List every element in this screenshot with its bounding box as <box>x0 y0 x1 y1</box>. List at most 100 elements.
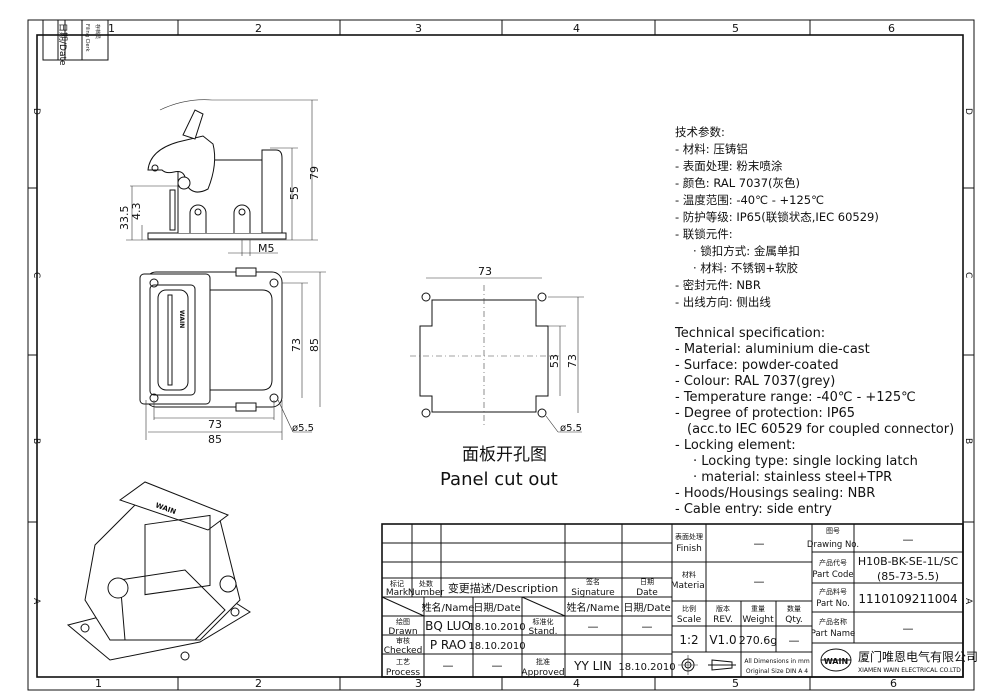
spec-en-line: - Locking element: <box>675 438 796 453</box>
spec-cn-line: 技术参数: <box>675 125 725 139</box>
mark-label: Mark <box>386 588 409 598</box>
checked-name: P RAO <box>430 638 466 652</box>
column-label-top: 6 <box>888 22 895 35</box>
panel-cutout-view: 73 53 73 ø5.5 面板开孔图 Panel cut out <box>410 265 584 490</box>
company-name-cn: 厦门唯恩电气有限公司 <box>858 649 978 664</box>
drawing-no-value: — <box>903 533 914 546</box>
finish-label: Finish <box>676 544 702 554</box>
rev-value: V1.0 <box>709 633 736 647</box>
row-label-right: D <box>963 108 973 115</box>
column-label-top: 3 <box>415 22 422 35</box>
process-name: — <box>443 659 454 672</box>
cutout-title-cn: 面板开孔图 <box>462 445 547 465</box>
dim-55: 55 <box>288 186 301 200</box>
dim-85-horizontal: 85 <box>208 433 222 446</box>
stand-date: — <box>642 620 653 633</box>
weight-label: Weight <box>742 615 774 625</box>
stand-label: Stand. <box>528 627 557 637</box>
top-view: WAIN 73 85 73 85 ø5.5 <box>139 267 326 446</box>
dim-hole-diameter: ø5.5 <box>292 423 314 434</box>
part-code-label: Part Code <box>812 570 853 580</box>
title-block: 标记 Mark 处数 Number 变更描述/Description 签名 Si… <box>381 523 978 678</box>
spec-en-line: · material: stainless steel+TPR <box>693 470 892 485</box>
finish-label-cn: 表面处理 <box>675 532 703 541</box>
material-label-cn: 材料 <box>682 570 696 579</box>
approved-label-cn: 批准 <box>536 657 550 666</box>
spec-en-line: - Colour: RAL 7037(grey) <box>675 374 835 389</box>
drawn-label-cn: 绘图 <box>396 617 410 626</box>
spec-cn-line: - 温度范围: -40℃ - +125℃ <box>675 193 824 207</box>
spec-en-line: - Material: aluminium die-cast <box>675 342 870 357</box>
spec-cn-line: - 材料: 压铸铝 <box>675 142 748 156</box>
side-view: 79 55 33.5 4.3 M5 <box>118 99 321 256</box>
dim-4-3: 4.3 <box>130 203 143 221</box>
column-label-top: 5 <box>732 22 739 35</box>
drawn-name: BQ LUO <box>425 619 471 633</box>
material-label: Material <box>671 581 708 591</box>
part-name-label: Part Name <box>811 629 856 639</box>
checked-date: 18.10.2010 <box>468 641 525 652</box>
qty-value: — <box>789 634 800 647</box>
rev-label: REV. <box>713 615 733 625</box>
part-code-value-2: (85-73-5.5) <box>877 570 939 583</box>
spec-en-line: · Locking type: single locking latch <box>693 454 918 469</box>
stand-name: — <box>588 620 599 633</box>
part-no-label: Part No. <box>816 599 850 609</box>
signature-label: Signature <box>571 588 615 598</box>
spec-en-line: - Temperature range: -40℃ - +125℃ <box>675 390 916 405</box>
part-code-label-cn: 产品代号 <box>819 558 847 567</box>
spec-en-line: (acc.to IEC 60529 for coupled connector) <box>687 422 954 437</box>
description-label: 变更描述/Description <box>448 581 558 595</box>
dim-m5: M5 <box>258 242 275 255</box>
process-date: — <box>492 659 503 672</box>
scale-label-cn: 比例 <box>682 604 696 613</box>
drawing-no-label: Drawing No. <box>807 540 859 550</box>
weight-label-cn: 重量 <box>751 605 765 613</box>
dimensions-note: All Dimensions in mm <box>744 658 809 665</box>
material-value: — <box>754 575 765 588</box>
cutout-title-en: Panel cut out <box>440 469 558 490</box>
brand-mark-top-view: WAIN <box>178 310 185 328</box>
row-label-left: A <box>31 598 41 605</box>
cutout-dim-53: 53 <box>548 354 561 368</box>
spec-cn-line: - 防护等级: IP65(联锁状态,IEC 60529) <box>675 210 879 224</box>
row-label-right: A <box>963 598 973 605</box>
filing-clerk-label: Filing Clerk <box>84 24 90 52</box>
date-label: Date <box>636 588 658 598</box>
qty-label: Qty. <box>785 615 803 625</box>
dim-33-5: 33.5 <box>118 206 131 231</box>
spec-cn-line: - 表面处理: 粉末喷涂 <box>675 159 783 173</box>
date-header-2: 日期/Date <box>623 602 670 614</box>
part-no-label-cn: 产品料号 <box>819 587 847 596</box>
column-label-top: 1 <box>108 22 115 35</box>
column-label-top: 2 <box>255 22 262 35</box>
scale-value: 1:2 <box>679 633 698 647</box>
spec-en-line: - Hoods/Housings sealing: NBR <box>675 486 875 501</box>
part-name-value: — <box>903 622 914 635</box>
company-logo: WAIN <box>820 648 852 672</box>
qty-label-cn: 数量 <box>787 604 801 613</box>
row-label-left: C <box>31 272 41 278</box>
date-header: 日期/Date <box>473 602 520 614</box>
part-code-value: H10B-BK-SE-1L/SC <box>858 555 959 568</box>
drawing-no-label-cn: 图号 <box>826 527 840 535</box>
mark-label-cn: 标记 <box>390 579 404 588</box>
spec-en-line: Technical specification: <box>674 326 825 341</box>
column-label-bottom: 5 <box>732 677 739 690</box>
zone-labels: 1 2 3 4 5 6 1 2 3 4 5 6 D C B A D C B A <box>31 22 973 690</box>
number-label: Number <box>408 588 444 598</box>
column-label-bottom: 6 <box>890 677 897 690</box>
drawn-label: Drawn <box>388 627 417 637</box>
dim-73-vertical: 73 <box>290 338 303 352</box>
stand-label-cn: 标准化 <box>533 617 554 626</box>
row-label-left: B <box>31 438 41 444</box>
scale-label: Scale <box>677 615 702 625</box>
process-label-cn: 工艺 <box>396 658 410 666</box>
approved-label: Approved <box>521 668 564 678</box>
column-label-bottom: 2 <box>255 677 262 690</box>
drawn-date: 18.10.2010 <box>468 622 525 633</box>
logo-text: WAIN <box>824 657 848 666</box>
dim-85-vertical: 85 <box>308 338 321 352</box>
row-label-left: D <box>31 108 41 115</box>
name-header: 姓名/Name <box>422 601 475 614</box>
